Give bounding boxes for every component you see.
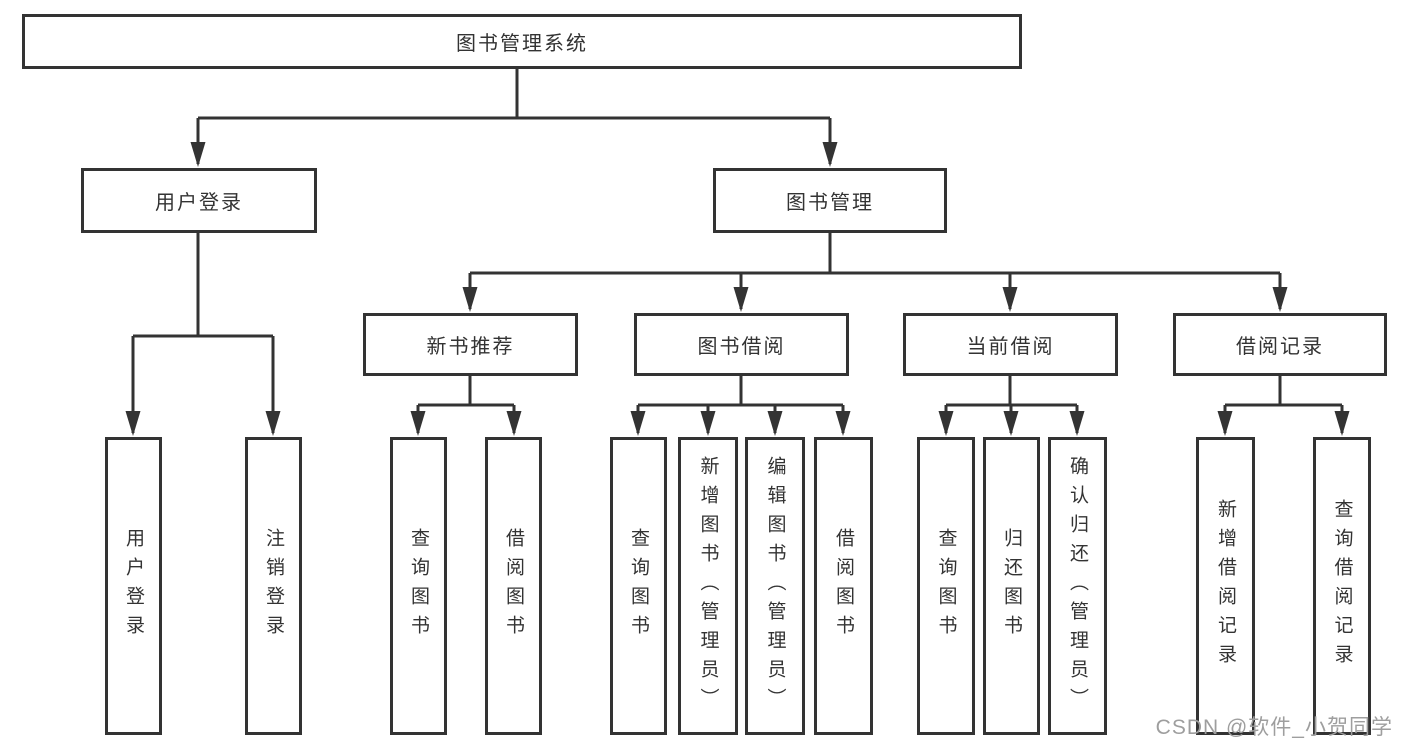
- node-label: 用户登录: [123, 528, 144, 644]
- leaf-edit-book-admin: 编辑图书（管理员）: [745, 437, 805, 735]
- node-label: 借阅记录: [1236, 336, 1324, 358]
- node-label: 新增借阅记录: [1215, 499, 1236, 673]
- node-label: 确认归还（管理员）: [1067, 455, 1088, 717]
- leaf-logout: 注销登录: [245, 437, 302, 735]
- leaf-confirm-return-admin: 确认归还（管理员）: [1048, 437, 1107, 735]
- node-label: 借阅图书: [503, 528, 524, 644]
- node-label: 当前借阅: [966, 336, 1055, 358]
- node-label: 归还图书: [1001, 528, 1022, 644]
- node-label: 图书借阅: [697, 336, 786, 358]
- arrowheads: [125, 142, 1350, 436]
- node-current-borrowing: 当前借阅: [903, 313, 1118, 376]
- node-label: 用户登录: [155, 192, 243, 214]
- node-label: 图书管理系统: [456, 33, 588, 55]
- leaf-query-books-recommend: 查询图书: [390, 437, 447, 735]
- leaf-query-books-current: 查询图书: [917, 437, 975, 735]
- leaf-query-borrow-record: 查询借阅记录: [1313, 437, 1371, 735]
- node-new-book-recommendation: 新书推荐: [363, 313, 578, 376]
- leaf-borrow-books-recommend: 借阅图书: [485, 437, 542, 735]
- node-label: 查询图书: [935, 528, 957, 644]
- node-borrowing-records: 借阅记录: [1173, 313, 1387, 376]
- leaf-add-book-admin: 新增图书（管理员）: [678, 437, 738, 735]
- leaf-return-books: 归还图书: [983, 437, 1040, 735]
- node-book-management: 图书管理: [713, 168, 947, 233]
- node-label: 注销登录: [263, 528, 284, 644]
- node-label: 查询图书: [408, 528, 429, 644]
- node-book-borrowing: 图书借阅: [634, 313, 849, 376]
- leaf-borrow-books-borrowing: 借阅图书: [814, 437, 873, 735]
- node-label: 图书管理: [786, 192, 874, 214]
- node-user-login: 用户登录: [81, 168, 317, 233]
- leaf-add-borrow-record: 新增借阅记录: [1196, 437, 1255, 735]
- node-library-management-system: 图书管理系统: [22, 14, 1022, 69]
- node-label: 借阅图书: [833, 528, 854, 644]
- node-label: 新书推荐: [426, 336, 515, 358]
- node-label: 查询图书: [628, 528, 649, 644]
- node-label: 查询借阅记录: [1331, 499, 1353, 673]
- watermark: CSDN @软件_小贺同学: [1155, 716, 1393, 739]
- leaf-query-books-borrowing: 查询图书: [610, 437, 667, 735]
- leaf-user-login: 用户登录: [105, 437, 162, 735]
- node-label: 编辑图书（管理员）: [764, 455, 786, 717]
- node-label: 新增图书（管理员）: [697, 455, 719, 717]
